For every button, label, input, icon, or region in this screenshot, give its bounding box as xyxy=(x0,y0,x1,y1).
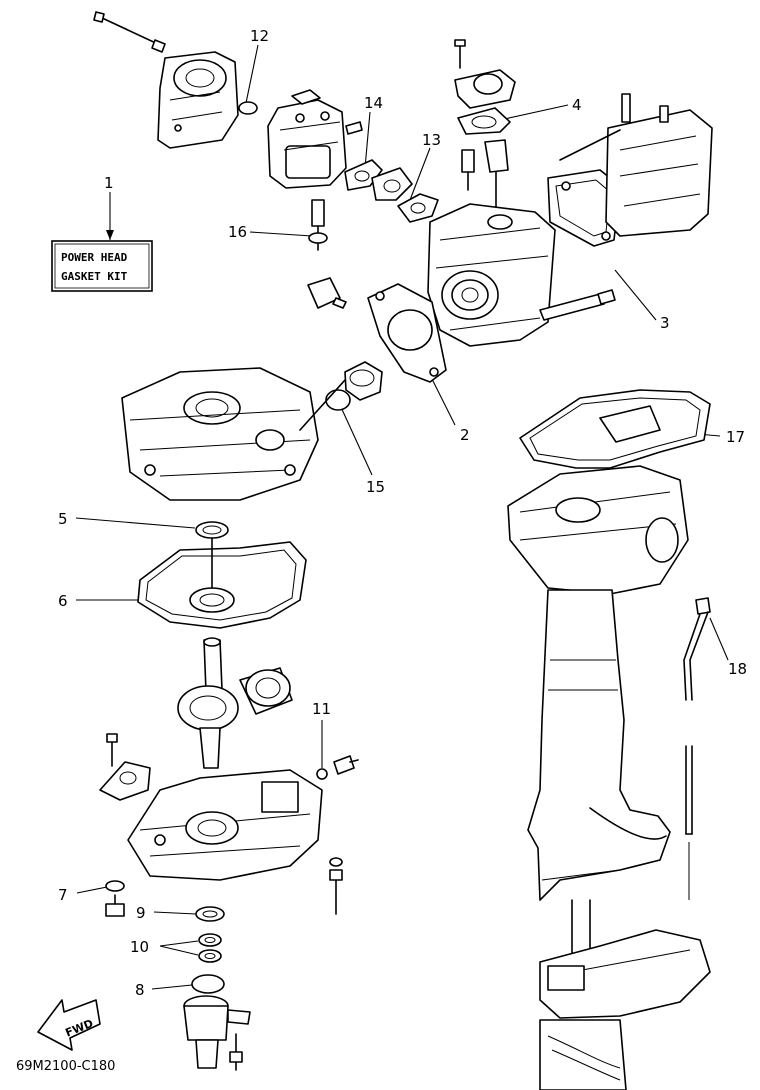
bolt-11 xyxy=(316,755,359,780)
callout-8: 8 xyxy=(135,981,145,999)
thermostat-cover xyxy=(454,39,516,231)
callout-3: 3 xyxy=(660,314,670,332)
callout-4: 4 xyxy=(572,96,582,114)
oil-seals-10 xyxy=(198,933,222,963)
lower-unit xyxy=(539,899,711,1090)
oil-seal-9 xyxy=(195,906,225,922)
gasket-3 xyxy=(547,169,621,247)
upper-casing xyxy=(507,465,689,901)
callout-16: 16 xyxy=(228,223,247,241)
callout-1: 1 xyxy=(104,174,114,192)
callout-14: 14 xyxy=(364,94,383,112)
callout-9: 9 xyxy=(136,904,146,922)
callout-17: 17 xyxy=(726,428,745,446)
callout-numbers: 1 12 14 13 4 16 3 2 15 17 5 6 11 18 7 9 … xyxy=(58,27,747,999)
leader-lines xyxy=(75,44,729,990)
gasket-2 xyxy=(367,283,447,383)
callout-10: 10 xyxy=(130,938,149,956)
fwd-arrow-icon: FWD xyxy=(37,999,101,1051)
carburetor xyxy=(267,89,363,251)
power-head-gasket-kit-label: POWER HEAD GASKET KIT xyxy=(51,240,153,292)
crankshaft xyxy=(177,637,293,769)
callout-11: 11 xyxy=(312,700,331,718)
crankcase-upper xyxy=(121,367,346,501)
fuel-joint xyxy=(307,277,347,309)
crankcase-lower xyxy=(127,769,323,881)
oil-seal-5 xyxy=(195,521,229,539)
gasket-12 xyxy=(238,101,258,115)
callout-12: 12 xyxy=(250,27,269,45)
callout-7: 7 xyxy=(58,886,68,904)
o-ring-15 xyxy=(325,389,351,411)
callout-15: 15 xyxy=(366,478,385,496)
gasket-13 xyxy=(397,193,439,223)
gasket-6 xyxy=(137,537,307,629)
callout-18: 18 xyxy=(728,660,747,678)
cylinder-head xyxy=(427,203,616,347)
intake-silencer xyxy=(93,11,239,149)
cylinder-sleeve xyxy=(344,361,383,401)
cylinder-head-cover xyxy=(559,93,713,237)
o-ring-8 xyxy=(191,974,225,994)
kit-label-line2: GASKET KIT xyxy=(61,270,128,283)
callout-5: 5 xyxy=(58,510,68,528)
callout-13: 13 xyxy=(422,131,441,149)
gasket-14 xyxy=(344,159,413,201)
bracket xyxy=(99,733,151,801)
bolt-right xyxy=(329,857,343,915)
o-ring-16 xyxy=(308,232,328,244)
callout-2: 2 xyxy=(460,426,470,444)
oil-pump-housing xyxy=(183,995,251,1071)
kit-label-line1: POWER HEAD xyxy=(61,251,128,264)
tube-18 xyxy=(683,597,711,900)
gasket-17 xyxy=(519,389,711,469)
washer-7 xyxy=(105,880,125,917)
callout-6: 6 xyxy=(58,592,68,610)
diagram-code: 69M2100-C180 xyxy=(16,1059,115,1074)
